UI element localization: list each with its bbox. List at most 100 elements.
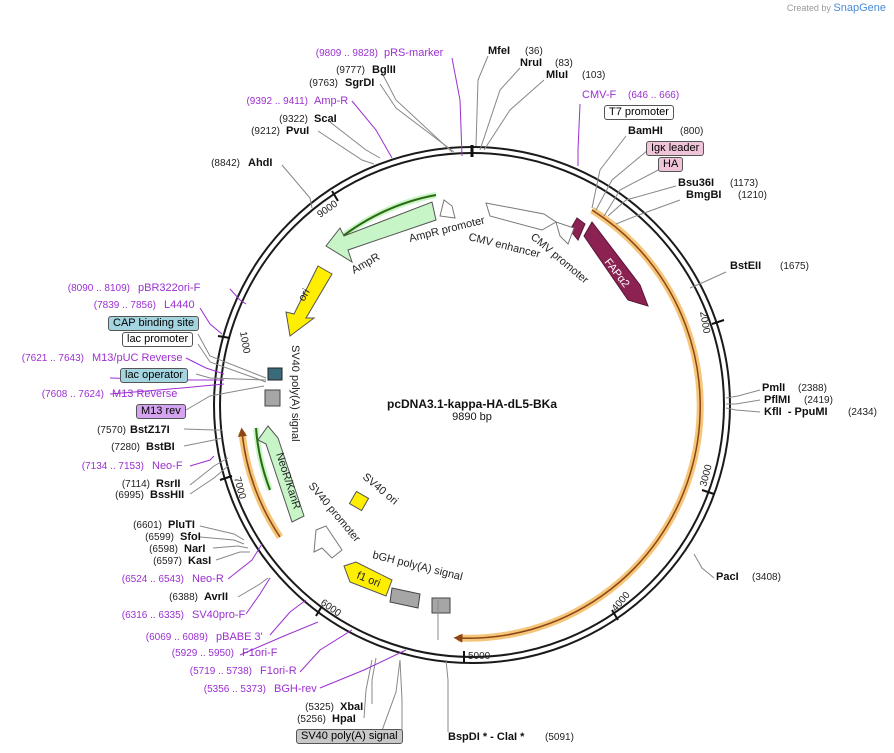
primer-m13-reverse: M13 Reverse (112, 388, 177, 400)
enzyme-scai-pos: (9322) (279, 114, 308, 125)
cmv-enhancer-feature (485, 202, 557, 231)
enzyme-pmli: PmlI (762, 382, 785, 394)
ruler-5000-label: 5000 (468, 651, 491, 662)
bgh-pa-feature-1 (389, 587, 421, 609)
igk-leader-feature (569, 217, 586, 241)
sv40-pa-block (264, 389, 281, 407)
primer-l4440-range: (7839 .. 7856) (94, 300, 156, 311)
badge-sv40-polya-signal[interactable]: SV40 poly(A) signal (296, 729, 403, 744)
ori-label: ori (296, 287, 313, 304)
enzyme-paci: PacI (716, 571, 739, 583)
credit-prefix: Created by (786, 3, 831, 13)
enzyme-avrii: AvrII (204, 591, 228, 603)
enzyme-mlui: MluI (546, 69, 568, 81)
plasmid-length: 9890 bp (452, 411, 492, 423)
enzyme-hpai-pos: (5256) (297, 714, 326, 725)
enzyme-kfli-ppumi: KflI - PpuMI (764, 406, 828, 418)
badge-m13-rev[interactable]: M13 rev (136, 404, 186, 419)
enzyme-hpai: HpaI (332, 713, 356, 725)
sv40-promoter-feature (313, 525, 343, 559)
f1ori-feature[interactable] (343, 561, 393, 597)
enzyme-scai: ScaI (314, 113, 337, 125)
enzyme-pluti-pos: (6601) (133, 520, 162, 531)
primer-f1orif-range: (5929 .. 5950) (172, 648, 234, 659)
fapa2-feature[interactable] (583, 221, 649, 307)
cmv-promoter-feature (555, 221, 575, 245)
sv40-promoter-label: SV40 promoter (306, 480, 363, 545)
snapgene-credit: Created by SnapGene (787, 2, 886, 14)
enzyme-mlui-pos: (103) (582, 70, 605, 81)
enzyme-pvui: PvuI (286, 125, 309, 137)
ampr-label: AmpR (350, 251, 383, 277)
enzyme-pmli-pos: (2388) (798, 383, 827, 394)
enzyme-xbai: XbaI (340, 701, 363, 713)
orf-arc-left-line (237, 427, 281, 538)
enzyme-bamhi-pos: (800) (680, 126, 703, 137)
primer-f1orir-range: (5719 .. 5738) (190, 666, 252, 677)
primer-cmvf-range: (646 .. 666) (628, 90, 679, 101)
enzyme-mfei: MfeI (488, 45, 510, 57)
enzyme-bsteii-pos: (1675) (780, 261, 809, 272)
primer-bghrev: BGH-rev (274, 683, 317, 695)
enzyme-bmgbi: BmgBI (686, 189, 721, 201)
primer-ampr-range: (9392 .. 9411) (246, 96, 308, 107)
badge-ha[interactable]: HA (658, 157, 684, 172)
badge-lac-promoter[interactable]: lac promoter (122, 332, 194, 347)
enzyme-xbai-pos: (5325) (305, 702, 334, 713)
plasmid-name: pcDNA3.1-kappa-HA-dL5-BKa (387, 397, 557, 411)
primer-neof: Neo-F (152, 460, 183, 472)
ori-feature[interactable] (285, 265, 333, 337)
enzyme-bstbi-pos: (7280) (111, 442, 140, 453)
ampr-feature[interactable] (325, 201, 437, 264)
enzyme-ahdi-pos: (8842) (211, 158, 240, 169)
sv40-pa-inner-label: SV40 poly(A) signal (289, 345, 301, 442)
enzyme-pflmi: PflMI (764, 394, 790, 406)
enzyme-bspdi-clai-pos: (5091) (545, 732, 574, 743)
ruler-1000: 1000 (217, 331, 252, 355)
badge-igk-leader[interactable]: Igκ leader (646, 141, 705, 156)
primer-sv40prof-range: (6316 .. 6335) (122, 610, 184, 621)
enzyme-bstbi: BstBI (146, 441, 175, 453)
enzyme-bsshii: BssHII (150, 489, 184, 501)
leader-lines (183, 55, 761, 737)
primer-prs-marker-range: (9809 .. 9828) (316, 48, 378, 59)
enzyme-nrui: NruI (520, 57, 542, 69)
enzyme-sgrdi: SgrDI (345, 77, 374, 89)
badge-cap-binding-site[interactable]: CAP binding site (108, 316, 200, 331)
orf-arc-right-line (453, 209, 701, 643)
primer-prs-marker: pRS-marker (384, 47, 444, 59)
primer-m13-reverse-range: (7608 .. 7624) (42, 389, 104, 400)
ruler-2000-label: 2000 (697, 311, 712, 335)
primer-pbr322orif-range: (8090 .. 8109) (68, 283, 130, 294)
neor-feature[interactable] (257, 425, 305, 523)
enzyme-kfli-ppumi-pos: (2434) (848, 407, 877, 418)
primer-ampr: Amp-R (314, 95, 348, 107)
enzyme-nrui-pos: (83) (555, 58, 573, 69)
enzyme-mfei-pos: (36) (525, 46, 543, 57)
ruler-5000: 5000 (463, 651, 491, 663)
enzyme-nari: NarI (184, 543, 205, 555)
enzyme-bglii-pos: (9777) (336, 65, 365, 76)
enzyme-bsteii: BstEII (730, 260, 761, 272)
primer-neor: Neo-R (192, 573, 224, 585)
enzyme-kasi-pos: (6597) (153, 556, 182, 567)
badge-lac-operator[interactable]: lac operator (120, 368, 189, 383)
enzyme-bstz17i: BstZ17I (130, 424, 170, 436)
primer-pbr322orif: pBR322ori-F (138, 282, 201, 294)
orf-arc-neor-line (255, 427, 271, 491)
badge-t7-promoter[interactable]: T7 promoter (604, 105, 674, 120)
sv40-ori-feature (348, 490, 370, 512)
enzyme-nari-pos: (6598) (149, 544, 178, 555)
enzyme-paci-pos: (3408) (752, 572, 781, 583)
enzyme-bsshii-pos: (6995) (115, 490, 144, 501)
enzyme-bsu36i: Bsu36I (678, 177, 714, 189)
primer-f1orif: F1ori-F (242, 647, 278, 659)
ruler-7000: 7000 (219, 475, 248, 501)
enzyme-bsu36i-pos: (1173) (730, 178, 758, 189)
enzyme-ahdi: AhdI (248, 157, 272, 169)
primer-f1orir: F1ori-R (260, 665, 297, 677)
enzyme-pvui-pos: (9212) (251, 126, 280, 137)
ruler-1000-label: 1000 (237, 331, 252, 355)
cmv-enhancer-label: CMV enhancer (467, 231, 541, 260)
enzyme-pluti: PluTI (168, 519, 195, 531)
